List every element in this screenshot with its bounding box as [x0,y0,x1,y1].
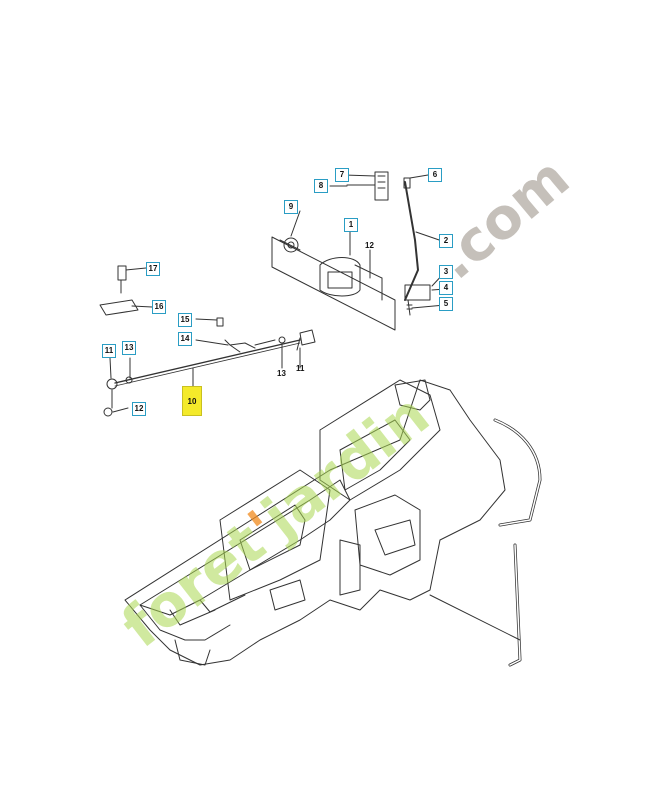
callout-8: 8 [314,179,328,193]
callout-10-highlighted: 10 [182,386,202,416]
label-12-plain: 12 [365,241,374,250]
label-11-plain: 11 [296,364,305,373]
callout-9: 9 [284,200,298,214]
callout-16: 16 [152,300,166,314]
callout-12: 12 [132,402,146,416]
callout-5: 5 [439,297,453,311]
frame-drawing [99,171,542,667]
callout-11: 11 [102,344,116,358]
label-13-plain: 13 [277,369,286,378]
callout-17: 17 [146,262,160,276]
callout-15: 15 [178,313,192,327]
callout-2: 2 [439,234,453,248]
callout-13: 13 [122,341,136,355]
callout-6: 6 [428,168,442,182]
callout-7: 7 [335,168,349,182]
callout-1: 1 [344,218,358,232]
callout-3: 3 [439,265,453,279]
callout-4: 4 [439,281,453,295]
callout-14: 14 [178,332,192,346]
